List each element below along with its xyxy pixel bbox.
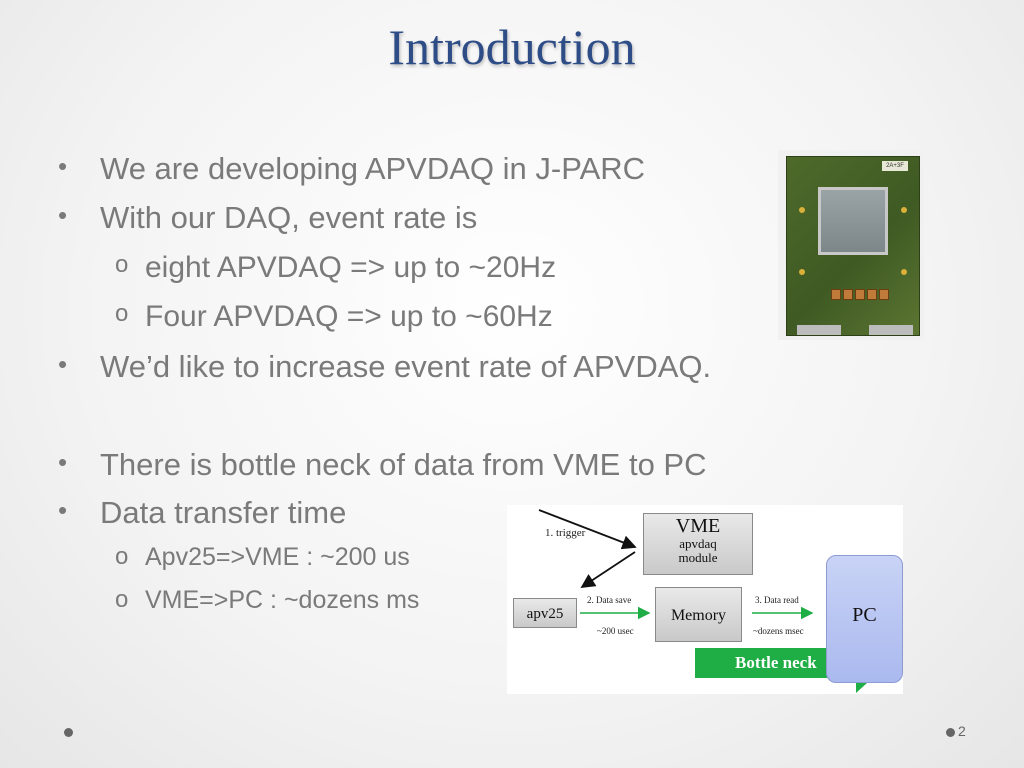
trigger-arrow: [538, 509, 637, 550]
bullet-event-rate: With our DAQ, event rate is: [58, 200, 477, 236]
vme-title: VME: [675, 515, 721, 537]
time-read-label: ~dozens msec: [753, 626, 804, 636]
vme-module-box: VME apvdaq module: [643, 513, 753, 575]
apvdaq-board-photo: 2A+3F: [778, 150, 924, 340]
apv25-box: apv25: [513, 598, 577, 628]
page-number: 2: [958, 723, 966, 739]
mount-hole: [799, 207, 805, 213]
subbullet-vme-pc: VME=>PC : ~dozens ms: [115, 586, 419, 615]
footer-dot-icon: [946, 728, 955, 737]
subbullet-eight-apvdaq: eight APVDAQ => up to ~20Hz: [115, 251, 556, 285]
mount-hole: [901, 207, 907, 213]
data-flow-diagram: VME apvdaq module Memory apv25 PC 1. tri…: [507, 505, 903, 694]
sensor-window: [818, 187, 888, 255]
bullet-transfer-time: Data transfer time: [58, 495, 346, 531]
bottleneck-label: Bottle neck: [735, 653, 817, 672]
bullet-bottleneck: There is bottle neck of data from VME to…: [58, 447, 707, 483]
connector-left: [797, 325, 841, 335]
circuit-board: 2A+3F: [786, 156, 920, 336]
vme-sub2: module: [678, 550, 718, 565]
time-save-label: ~200 usec: [597, 626, 634, 636]
connector-right: [869, 325, 913, 335]
chip-row: [831, 287, 891, 305]
memory-box: Memory: [655, 587, 742, 642]
vme-sub1: apvdaq: [679, 536, 717, 551]
pc-box: PC: [826, 555, 903, 683]
data-save-label: 2. Data save: [587, 595, 632, 605]
mount-hole: [901, 269, 907, 275]
slide-title: Introduction: [388, 19, 636, 75]
subbullet-four-apvdaq: Four APVDAQ => up to ~60Hz: [115, 300, 553, 334]
subbullet-apv25-vme: Apv25=>VME : ~200 us: [115, 543, 410, 572]
data-read-label: 3. Data read: [755, 595, 799, 605]
trigger-label: 1. trigger: [545, 527, 586, 539]
footer-dot-icon: [64, 728, 73, 737]
mount-hole: [799, 269, 805, 275]
board-label: 2A+3F: [882, 161, 908, 171]
bullet-developing: We are developing APVDAQ in J-PARC: [58, 151, 645, 187]
pc-label: PC: [852, 604, 877, 626]
feedback-arrow: [580, 551, 636, 588]
bullet-increase-rate: We’d like to increase event rate of APVD…: [58, 349, 711, 385]
